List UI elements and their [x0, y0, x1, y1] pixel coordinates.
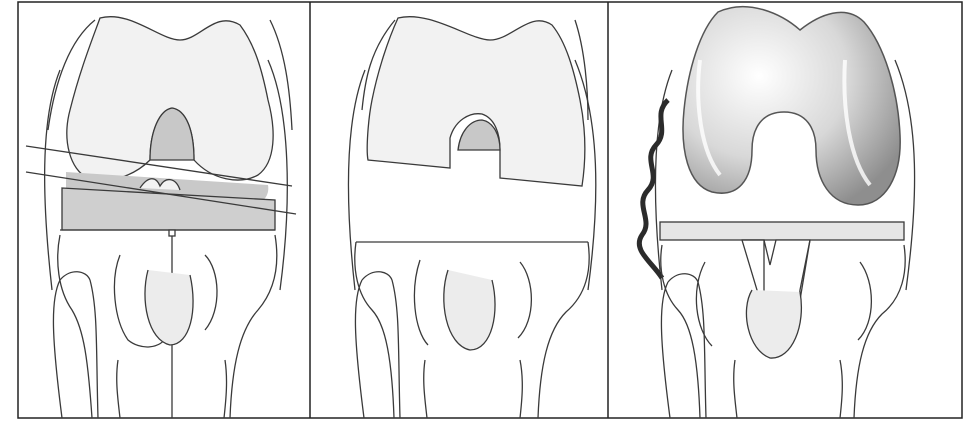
tibia-outline-right	[538, 242, 589, 418]
tibia-outline-left	[58, 235, 92, 418]
fibula-head	[362, 272, 392, 280]
panel-implanted	[639, 7, 914, 418]
fibula-head	[668, 274, 698, 282]
panel-resected	[348, 17, 595, 418]
femoral-component	[683, 7, 900, 205]
capsule-right	[268, 60, 287, 290]
tibial-tray	[660, 222, 904, 240]
axis-marker	[169, 230, 175, 236]
fibula	[53, 280, 98, 418]
tibia-outline-right	[230, 235, 277, 418]
fibula-head	[60, 272, 90, 280]
tibial-contour	[145, 270, 193, 345]
tibial-tubercle-right	[205, 255, 217, 330]
tibial-shaft	[734, 360, 843, 418]
panel-bone-cuts	[26, 17, 296, 418]
tibial-shaft	[424, 360, 523, 418]
medial-collateral-ligament	[639, 100, 668, 278]
tibial-contour	[444, 270, 495, 350]
tibia-outline-right	[854, 245, 905, 418]
tibial-contour	[746, 290, 801, 358]
resected-femur	[367, 17, 585, 186]
